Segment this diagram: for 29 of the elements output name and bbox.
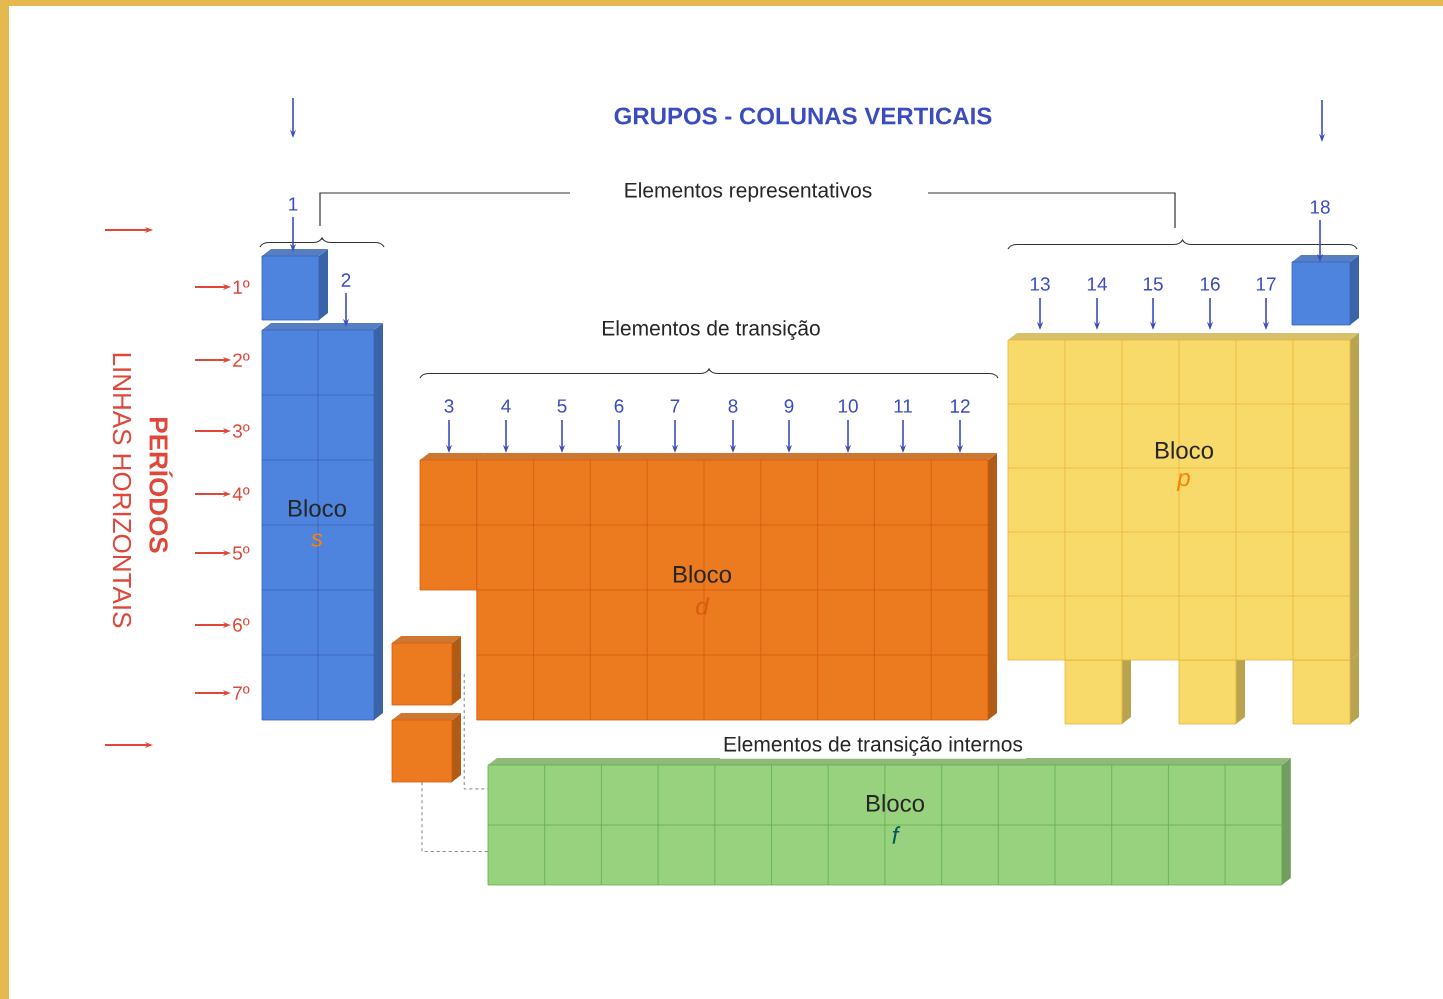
group-number: 17 <box>1256 277 1276 291</box>
vertical-label: PERÍODOS <box>149 418 173 553</box>
group-number: 7 <box>670 399 680 413</box>
dashed-connector <box>451 673 489 790</box>
cube <box>391 713 461 783</box>
dashed-connector <box>421 781 489 852</box>
group-number: 4 <box>501 399 511 413</box>
section-label: Elementos de transição internos <box>720 733 1026 759</box>
group-number: 9 <box>784 399 794 413</box>
cube <box>391 636 461 706</box>
group-number: 14 <box>1087 277 1107 291</box>
group-number: 10 <box>838 399 858 413</box>
section-label: Elementos representativos <box>620 179 876 205</box>
group-number: 6 <box>614 399 624 413</box>
group-number: 16 <box>1200 277 1220 291</box>
group-number: 5 <box>557 399 567 413</box>
vertical-label: LINHAS HORIZONTAIS <box>112 353 132 628</box>
group-number: 8 <box>728 399 738 413</box>
group-number: 11 <box>894 399 912 413</box>
period-number: 1º <box>233 280 250 294</box>
group-number: 3 <box>444 399 454 413</box>
group-number: 18 <box>1310 200 1330 214</box>
heading: GRUPOS - COLUNAS VERTICAIS <box>614 107 992 125</box>
group-number: 13 <box>1030 277 1050 291</box>
group-number: 15 <box>1143 277 1163 291</box>
section-label: Elementos de transição <box>598 317 824 343</box>
group-number: 1 <box>289 197 298 211</box>
group-number: 12 <box>950 399 970 413</box>
group-number: 2 <box>341 273 351 287</box>
